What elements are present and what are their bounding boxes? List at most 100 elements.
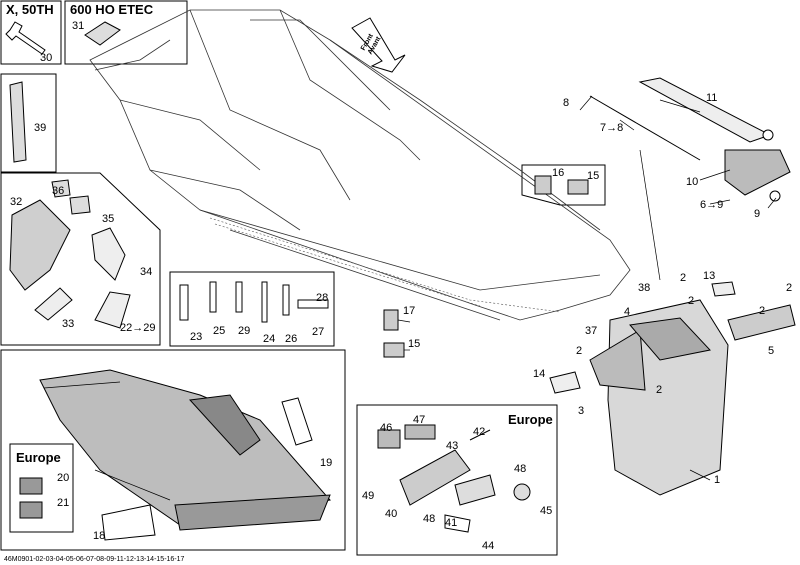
inset-box-clips: [521, 164, 606, 206]
front-direction-arrow: [351, 17, 406, 73]
ski: [174, 494, 331, 531]
callout: 39: [34, 122, 47, 134]
callout: 13: [703, 270, 716, 282]
callout: 14: [533, 368, 546, 380]
tunnel-rivets: [209, 217, 561, 313]
callout: 29: [238, 325, 251, 337]
inset-box-fuses: [169, 271, 335, 347]
inset-box-hitch: [64, 0, 188, 65]
callout: 44: [482, 540, 495, 552]
callout: 19: [320, 457, 333, 469]
cap-part-2: [69, 195, 91, 215]
callout: 2: [688, 295, 695, 307]
engine-label: 600 HO ETEC: [70, 2, 154, 17]
footer-code: 46M0901-02-03-04-05-06-07-08-09-11-12-13…: [4, 556, 185, 563]
callout: 20: [57, 472, 70, 484]
callout: 38: [638, 282, 651, 294]
fuse-tools: [179, 281, 329, 323]
callout: 7→8: [600, 122, 624, 134]
inset-box-europe-hitch: [356, 404, 558, 556]
callout: 21: [57, 497, 70, 509]
callout: 36: [52, 185, 65, 197]
callout: 48: [423, 513, 436, 525]
callout: 22→29: [120, 322, 156, 334]
callout: 23: [190, 331, 203, 343]
strap-part: [34, 287, 73, 321]
model-label: X, 50TH: [6, 2, 54, 17]
decal-14: [549, 371, 581, 394]
callout: 2: [576, 345, 583, 357]
inset-box-bracket: [0, 73, 57, 173]
frame-tunnel: [89, 9, 631, 321]
callout: 2: [680, 272, 687, 284]
callout: 15: [587, 170, 600, 182]
cylinder-part: [94, 291, 131, 329]
inset-box-console: [0, 172, 161, 346]
callout: 18: [93, 530, 106, 542]
tail-light: [724, 149, 791, 196]
callout: 25: [213, 325, 226, 337]
callout: 6→9: [700, 199, 724, 211]
callout: 4: [624, 306, 631, 318]
cover-part: [91, 227, 126, 281]
decal-20: [19, 477, 43, 495]
callout: 33: [62, 318, 75, 330]
callout: 47: [413, 414, 426, 426]
wrench-part: [5, 21, 46, 55]
callout: 15: [408, 338, 421, 350]
hitch-part: [84, 21, 121, 46]
callout: 43: [446, 440, 459, 452]
label-47: [404, 424, 436, 440]
inset-box-wrench: [0, 0, 62, 65]
callout: 30: [40, 52, 53, 64]
callout: 31: [72, 20, 85, 32]
console-part: [9, 199, 71, 291]
callout: 41: [445, 517, 458, 529]
callout: 2: [786, 282, 793, 294]
callout: 46: [380, 422, 393, 434]
europe-title-decals: Europe: [16, 450, 61, 465]
callout: 34: [140, 266, 153, 278]
callout: 3: [578, 405, 585, 417]
callout: 9: [754, 208, 761, 220]
decal-13: [711, 281, 736, 297]
callout: 1: [714, 474, 721, 486]
callout: 24: [263, 333, 276, 345]
callout: 26: [285, 333, 298, 345]
label-46: [377, 429, 401, 449]
callout: 40: [385, 508, 398, 520]
callout: 35: [102, 213, 115, 225]
mount-bracket: [589, 329, 646, 391]
callout: 10: [686, 176, 699, 188]
callout: 5: [768, 345, 775, 357]
decal-18: [101, 504, 156, 541]
callout: 11: [706, 92, 718, 104]
callout: 48: [514, 463, 527, 475]
hitch-plate: [399, 449, 471, 506]
callout: 27: [312, 326, 325, 338]
bar-part: [638, 77, 772, 143]
cap-part: [51, 179, 71, 198]
rear-strip: [727, 304, 796, 341]
decal-21: [19, 501, 43, 519]
leader-lines: [43, 95, 777, 501]
callout: 42: [473, 426, 486, 438]
callout: 45: [540, 505, 553, 517]
callout: 17: [403, 305, 416, 317]
callout: 8: [563, 97, 570, 109]
callout: 2: [656, 384, 663, 396]
clip-parts: [383, 175, 589, 358]
callout: 37: [585, 325, 598, 337]
callout: 32: [10, 196, 23, 208]
callout: 28: [316, 292, 329, 304]
callout: 16: [552, 167, 565, 179]
callout: 2: [759, 305, 766, 317]
europe-title-hitch: Europe: [508, 412, 553, 427]
bracket-part: [9, 81, 27, 163]
callout: 49: [362, 490, 375, 502]
snowmobile-body: [39, 369, 331, 526]
inset-box-snowmobile: [0, 349, 346, 551]
decal-19: [281, 397, 313, 446]
